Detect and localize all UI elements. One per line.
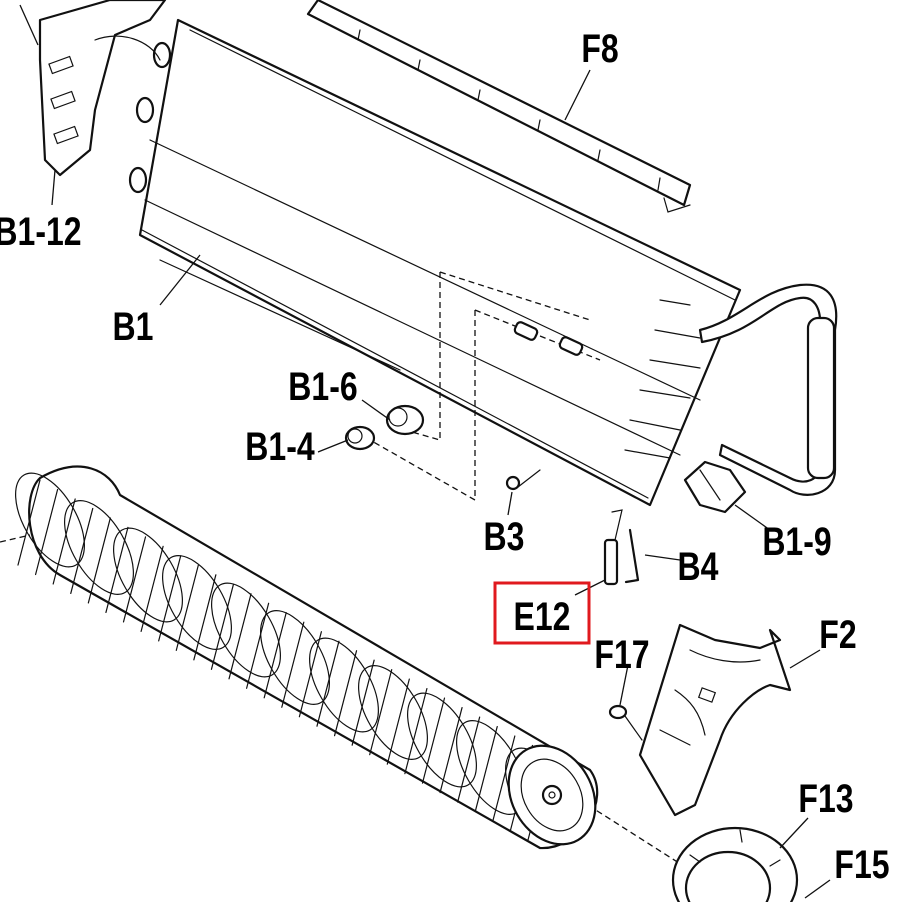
label-f2: F2 [819,612,856,657]
left-bracket-part [38,0,167,177]
label-f15: F15 [834,842,889,887]
connector-part [513,321,584,356]
label-f8: F8 [581,26,618,71]
clip-part [624,528,640,584]
label-b1-12: B1-12 [0,209,82,254]
cap-large-part [385,404,425,436]
screw-f17-part [608,704,643,741]
label-b1-4: B1-4 [245,424,314,469]
rail-part [306,0,692,213]
label-f13: F13 [798,776,853,821]
side-plate-part [638,623,792,817]
highlight-box-e12 [493,581,591,645]
label-b4: B4 [678,544,719,589]
label-f17: F17 [594,632,649,677]
crossflow-fan-part [15,465,599,850]
leader-lines [19,4,831,899]
cap-small-part [344,425,376,451]
label-b1: B1 [113,304,154,349]
label-e12: E12 [514,594,571,639]
screw-b3-part [505,469,541,491]
evaporator-coil-part [128,18,742,507]
bearing-ring-part [671,826,799,902]
label-b1-9: B1-9 [762,519,831,564]
thermistor-part [603,509,623,586]
pipe-insulation-part [806,316,836,480]
label-b3: B3 [484,514,525,559]
pad-part [683,460,747,514]
label-b1-6: B1-6 [288,364,357,409]
